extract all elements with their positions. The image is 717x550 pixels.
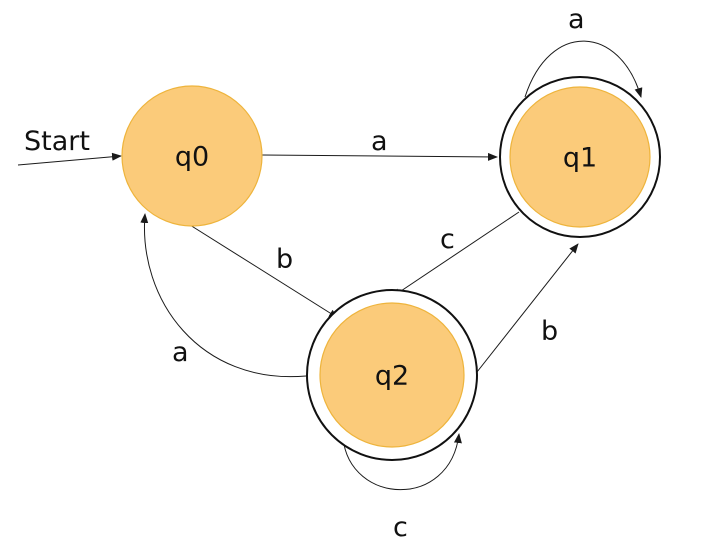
state-q0-circle: [121, 85, 263, 227]
edge-label-q2-q2: c: [393, 512, 408, 543]
edge-label-q1-q2: c: [440, 224, 455, 255]
state-q1-label: q1: [563, 143, 597, 174]
edge-q1-q1-loop: [524, 40, 643, 98]
edge-q2-q1: [476, 243, 579, 373]
edge-q0-q1: [261, 152, 498, 161]
state-q1-circle: [509, 86, 651, 228]
state-q1: q1: [499, 76, 661, 238]
edge-q1-q2: [391, 211, 520, 298]
state-q2-label: q2: [375, 361, 409, 392]
start-arrow: [17, 152, 122, 166]
start-label: Start: [24, 126, 90, 157]
edge-label-q2-q1: b: [541, 316, 558, 347]
edge-label-q1-q1: a: [568, 4, 585, 35]
edge-label-q0-q1: a: [371, 126, 388, 157]
edge-label-q0-q2: b: [276, 244, 293, 275]
state-q0-label: q0: [175, 142, 209, 173]
edge-label-q2-q0: a: [172, 337, 189, 368]
state-q2: q2: [306, 289, 478, 461]
edge-q2-q0: [140, 213, 307, 378]
state-q2-circle: [319, 302, 465, 448]
edge-q2-q2-loop: [342, 433, 462, 491]
edge-q0-q2: [189, 224, 339, 319]
state-q0: q0: [121, 85, 263, 227]
